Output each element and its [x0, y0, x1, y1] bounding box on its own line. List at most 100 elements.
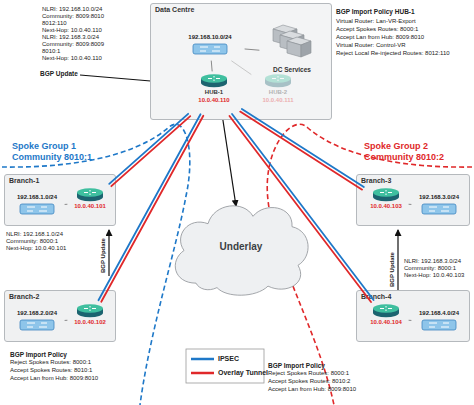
policy-text: Next-Hop: 10.0.40.110	[42, 27, 102, 34]
switch-arrows	[200, 47, 220, 51]
switch-arrows	[27, 207, 47, 211]
tunnel-connector	[98, 114, 203, 302]
router-icon	[76, 303, 104, 318]
switch-icon	[421, 319, 457, 331]
ip-address: 10.0.40.101	[74, 202, 106, 210]
router-arrows	[84, 306, 96, 311]
router-node: HUB-110.0.40.110	[187, 71, 241, 115]
policy-text: Reject Spokes Routes: 8000:1	[268, 370, 349, 377]
policy-text: NLRI: 192.168.1.0/24	[6, 231, 63, 238]
group-label: Spoke Group 1	[12, 141, 76, 151]
policy-text: 8010:1	[42, 48, 60, 55]
router-icon	[372, 303, 400, 318]
switch-body	[422, 204, 456, 214]
ip-address: 10.0.40.111	[262, 96, 293, 104]
box-title: Data Centre	[155, 6, 194, 13]
subnet-label: 192.168.1.0/24	[17, 193, 57, 201]
switch-arrows	[429, 207, 449, 211]
box-title: Branch-1	[9, 177, 39, 184]
bgp-update-arrow	[108, 230, 109, 276]
policy-text: Community: 8000:1	[6, 238, 58, 245]
connector-line	[111, 116, 190, 186]
switch-icon	[19, 203, 55, 215]
policy-text: BGP Import Policy	[268, 362, 325, 370]
router-arrows	[84, 190, 96, 195]
policy-text: Accept Lan from Hub: 8009:8010	[336, 34, 424, 41]
subnet-label: 192.168.3.0/24	[419, 193, 459, 201]
tunnel-connector	[109, 114, 190, 186]
bgp-update-arrow	[397, 230, 398, 290]
router-top	[265, 74, 291, 82]
lan-switch: 192.168.4.0/24	[411, 307, 467, 337]
policy-text: 8012:110	[42, 20, 67, 27]
site-box: Data Centre 192.168.10.0/24 DC ServicesHUB…	[150, 3, 332, 120]
connector-line	[242, 109, 364, 187]
tunnel-connector	[232, 61, 251, 74]
tunnel-connector	[245, 49, 259, 50]
box-title: Branch-4	[361, 293, 391, 300]
site-box: Branch-2192.168.2.0/2410.0.40.102	[4, 290, 116, 342]
policy-text: Accept Spokes Routes: 8000:1	[336, 26, 418, 33]
router-node: 10.0.40.104	[363, 301, 409, 337]
switch-icon	[192, 43, 228, 55]
group-label: Spoke Group 2	[364, 141, 428, 151]
switch-body	[193, 44, 227, 54]
router-name: HUB-2	[269, 88, 287, 96]
tunnel-connector	[65, 320, 67, 321]
lan-switch: 192.168.10.0/24	[175, 31, 245, 61]
policy-text: Next-Hop: 10.0.40.110	[42, 55, 102, 62]
legend-box	[186, 349, 264, 383]
cloud-text-holder: Underlay	[166, 194, 316, 298]
server-stack: DC Services	[259, 21, 325, 85]
connector-line	[211, 61, 213, 71]
bgp-update-label: BGP Update	[389, 252, 396, 287]
router-node: 10.0.40.101	[67, 185, 113, 221]
tunnel-connector	[211, 61, 213, 71]
switch-icon	[19, 319, 55, 331]
tunnel-connector	[409, 204, 411, 205]
ip-address: 10.0.40.103	[370, 202, 402, 210]
switch-icon	[421, 203, 457, 215]
tunnel-connector	[229, 114, 373, 302]
lan-switch: 192.168.1.0/24	[9, 191, 65, 221]
router-arrows	[208, 76, 220, 81]
connector-line	[232, 114, 374, 300]
tunnel-connector	[65, 204, 67, 205]
policy-text: Accept Spokes Routes: 8010:2	[268, 378, 350, 385]
subnet-label: 192.168.4.0/24	[419, 309, 459, 317]
policy-text: NLRI: 192.168.3.0/24	[404, 258, 461, 265]
server-front	[287, 41, 301, 57]
policy-text: NLRI: 192.168.10.0/24	[42, 6, 102, 13]
router-top	[77, 304, 103, 312]
connector-line	[409, 204, 411, 205]
connector-line	[229, 116, 371, 302]
site-box: Branch-4 192.168.4.0/24 10.0.40.104	[356, 290, 470, 342]
ip-address: 10.0.40.110	[198, 96, 229, 104]
policy-text: NLRI: 192.168.3.0/24	[42, 34, 99, 41]
cloud-label: Underlay	[220, 241, 263, 252]
switch-arrows	[429, 323, 449, 327]
policy-text: BGP Update	[40, 70, 78, 78]
connector-line	[101, 116, 203, 302]
legend-sample-line	[191, 358, 214, 361]
subnet-label: 192.168.2.0/24	[17, 309, 57, 317]
server-icon	[269, 21, 315, 65]
connector-line	[232, 61, 251, 74]
router-top	[201, 74, 227, 82]
connector-line	[65, 204, 67, 205]
policy-text: Reject Spokes Routes: 8000:1	[10, 359, 91, 366]
router-arrows	[380, 306, 392, 311]
bgp-update-label: BGP Update	[100, 238, 107, 273]
bgp-update-arrow	[222, 114, 236, 206]
group-label: Community 8010:1	[12, 152, 92, 162]
box-title: Branch-2	[9, 293, 39, 300]
policy-text: Community: 8009:8010	[42, 13, 104, 20]
site-box: Branch-1 192.168.1.0/24 10.0.40.101	[4, 174, 116, 226]
legend-sample-line	[191, 372, 214, 375]
policy-text: Next-Hop: 10.0.40.103	[404, 272, 464, 279]
policy-text: BGP Import Policy	[10, 351, 67, 359]
policy-text: Community: 8009:8009	[42, 41, 104, 48]
server-side	[301, 41, 311, 57]
policy-text: Accept Lan from Hub: 8009:8010	[268, 386, 356, 393]
